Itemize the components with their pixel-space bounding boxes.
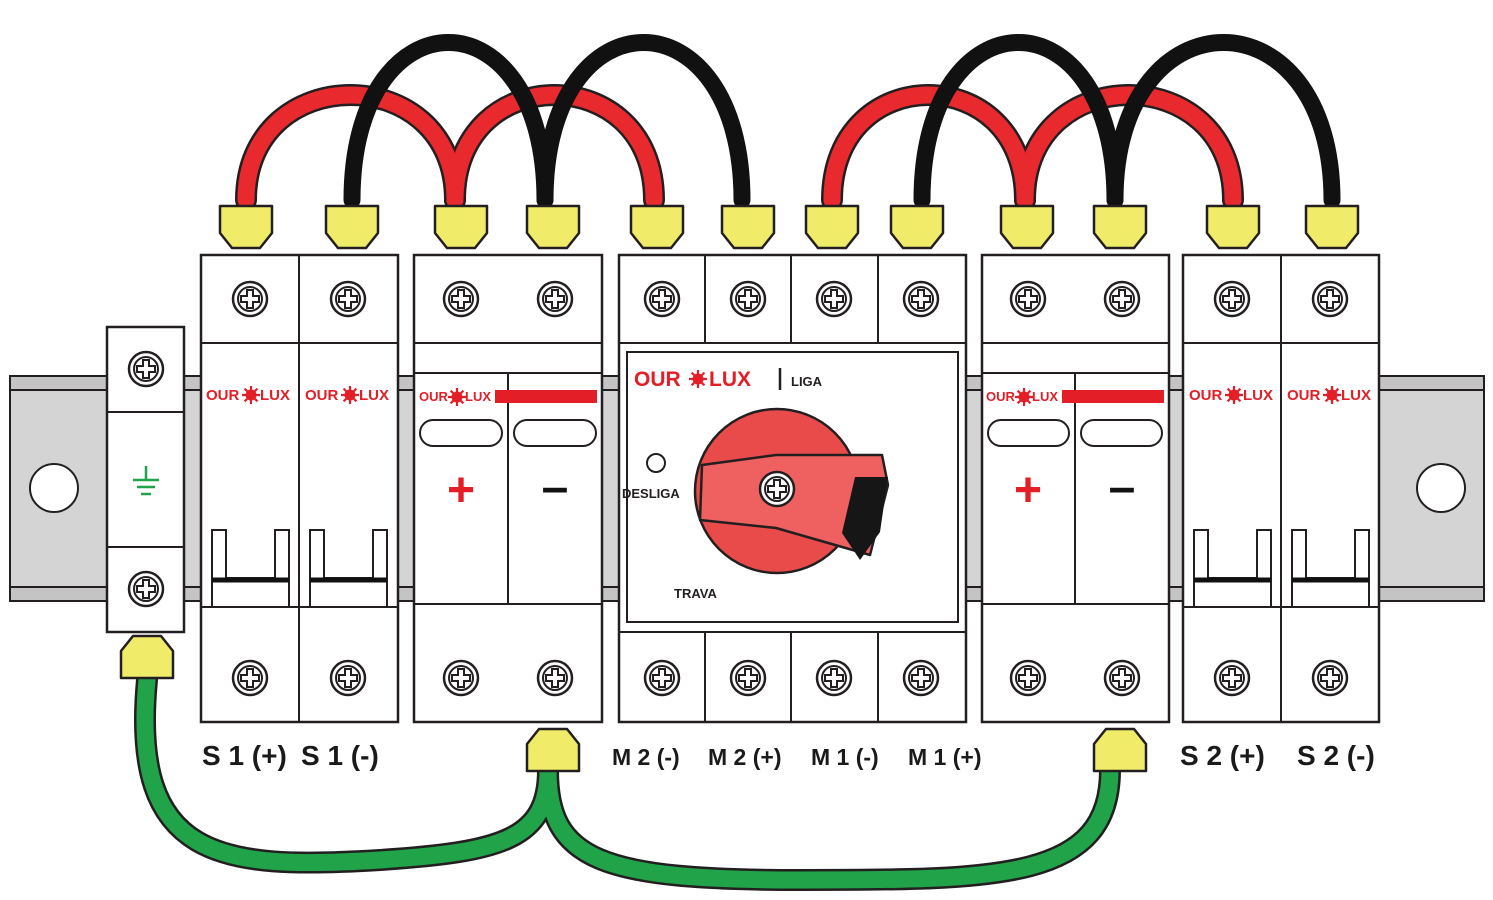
- rotary-knob[interactable]: [693, 407, 890, 575]
- screw-icon[interactable]: [329, 280, 367, 318]
- svg-text:OUR: OUR: [1287, 387, 1321, 404]
- positive-wires: [237, 86, 1242, 209]
- switch-off-label: DESLIGA: [622, 486, 680, 501]
- screw-icon[interactable]: [329, 659, 367, 697]
- ground-terminal-block: [105, 325, 186, 634]
- screw-icon[interactable]: [1311, 659, 1349, 697]
- svg-text:OUR: OUR: [634, 368, 681, 391]
- screw-icon[interactable]: [758, 470, 796, 508]
- spd2-plus-symbol: +: [1014, 464, 1042, 517]
- connector-spd1-ground[interactable]: [525, 727, 581, 773]
- switch-lock-label: TRAVA: [674, 586, 717, 601]
- label-s2-pos: S 2 (+): [1180, 740, 1265, 771]
- connector-spd1-pos[interactable]: [433, 204, 489, 250]
- screw-icon[interactable]: [815, 280, 853, 318]
- screw-icon[interactable]: [815, 659, 853, 697]
- label-m1-pos: M 1 (+): [908, 744, 982, 770]
- logo-spd1: OUR LUX: [419, 386, 491, 408]
- connector-m1-neg[interactable]: [804, 204, 860, 250]
- logo-s2-pos: OUR LUX: [1189, 384, 1273, 406]
- svg-text:LUX: LUX: [1341, 387, 1371, 404]
- connector-spd2-ground[interactable]: [1092, 727, 1148, 773]
- screw-icon[interactable]: [536, 659, 574, 697]
- brand-logos: OUR LUX OUR LUX OUR LUX OUR LUX OUR LUX …: [206, 368, 1371, 408]
- svg-text:LUX: LUX: [465, 389, 491, 404]
- connector-ground-block[interactable]: [119, 634, 175, 680]
- screw-icon[interactable]: [1009, 280, 1047, 318]
- fuse-holder-s2: [1181, 253, 1381, 724]
- svg-text:OUR: OUR: [986, 389, 1016, 404]
- svg-text:LUX: LUX: [260, 387, 290, 404]
- screw-icon[interactable]: [1213, 280, 1251, 318]
- mounting-hole-icon: [1416, 463, 1466, 513]
- surge-protector-1: [412, 253, 604, 724]
- connector-m2-pos[interactable]: [720, 204, 776, 250]
- screw-icon[interactable]: [231, 280, 269, 318]
- connector-s2-pos[interactable]: [1205, 204, 1261, 250]
- svg-text:LUX: LUX: [1243, 387, 1273, 404]
- connector-spd1-neg[interactable]: [525, 204, 581, 250]
- dc-disconnect-switch: [617, 253, 968, 724]
- logo-s1-neg: OUR LUX: [305, 384, 389, 406]
- connector-spd2-pos[interactable]: [999, 204, 1055, 250]
- screw-icon[interactable]: [1311, 280, 1349, 318]
- svg-text:OUR: OUR: [419, 389, 449, 404]
- svg-text:OUR: OUR: [1189, 387, 1223, 404]
- label-m2-pos: M 2 (+): [708, 744, 782, 770]
- connector-s1-neg[interactable]: [324, 204, 380, 250]
- logo-switch: OUR LUX: [634, 368, 751, 391]
- screw-icon[interactable]: [902, 659, 940, 697]
- screw-icon[interactable]: [536, 280, 574, 318]
- switch-on-label: LIGA: [791, 374, 823, 389]
- ground-wires: [136, 671, 1119, 889]
- svg-text:OUR: OUR: [206, 387, 240, 404]
- svg-text:LUX: LUX: [709, 368, 751, 391]
- label-m2-neg: M 2 (-): [612, 744, 680, 770]
- label-s1-pos: S 1 (+): [202, 740, 287, 771]
- screw-icon[interactable]: [1213, 659, 1251, 697]
- top-connectors: [218, 204, 1360, 250]
- label-m1-neg: M 1 (-): [811, 744, 879, 770]
- logo-spd2: OUR LUX: [986, 386, 1058, 408]
- screw-icon[interactable]: [643, 659, 681, 697]
- screw-icon[interactable]: [127, 570, 165, 608]
- screw-icon[interactable]: [729, 280, 767, 318]
- screw-icon[interactable]: [1103, 659, 1141, 697]
- screw-icon[interactable]: [127, 350, 165, 388]
- surge-protector-2: [980, 253, 1171, 724]
- screw-icon[interactable]: [442, 280, 480, 318]
- screw-icon[interactable]: [1009, 659, 1047, 697]
- fuse-holder-s1: [199, 253, 400, 724]
- screw-icon[interactable]: [1103, 280, 1141, 318]
- negative-wires: [343, 34, 1341, 209]
- connector-spd2-neg[interactable]: [1092, 204, 1148, 250]
- label-s1-neg: S 1 (-): [301, 740, 379, 771]
- screw-icon[interactable]: [902, 280, 940, 318]
- label-s2-neg: S 2 (-): [1297, 740, 1375, 771]
- connector-s1-pos[interactable]: [218, 204, 274, 250]
- screw-icon[interactable]: [729, 659, 767, 697]
- spd1-minus-symbol: –: [542, 461, 569, 514]
- spd2-minus-symbol: –: [1109, 461, 1136, 514]
- logo-s2-neg: OUR LUX: [1287, 384, 1371, 406]
- screw-icon[interactable]: [231, 659, 269, 697]
- connector-m1-pos[interactable]: [889, 204, 945, 250]
- svg-text:LUX: LUX: [359, 387, 389, 404]
- svg-text:LUX: LUX: [1032, 389, 1058, 404]
- ground-icon: [133, 466, 159, 496]
- mounting-hole-icon: [29, 463, 79, 513]
- connector-s2-neg[interactable]: [1304, 204, 1360, 250]
- screw-icon[interactable]: [442, 659, 480, 697]
- logo-s1-pos: OUR LUX: [206, 384, 290, 406]
- spd1-plus-symbol: +: [447, 464, 475, 517]
- connector-m2-neg[interactable]: [629, 204, 685, 250]
- screw-icon[interactable]: [643, 280, 681, 318]
- svg-text:OUR: OUR: [305, 387, 339, 404]
